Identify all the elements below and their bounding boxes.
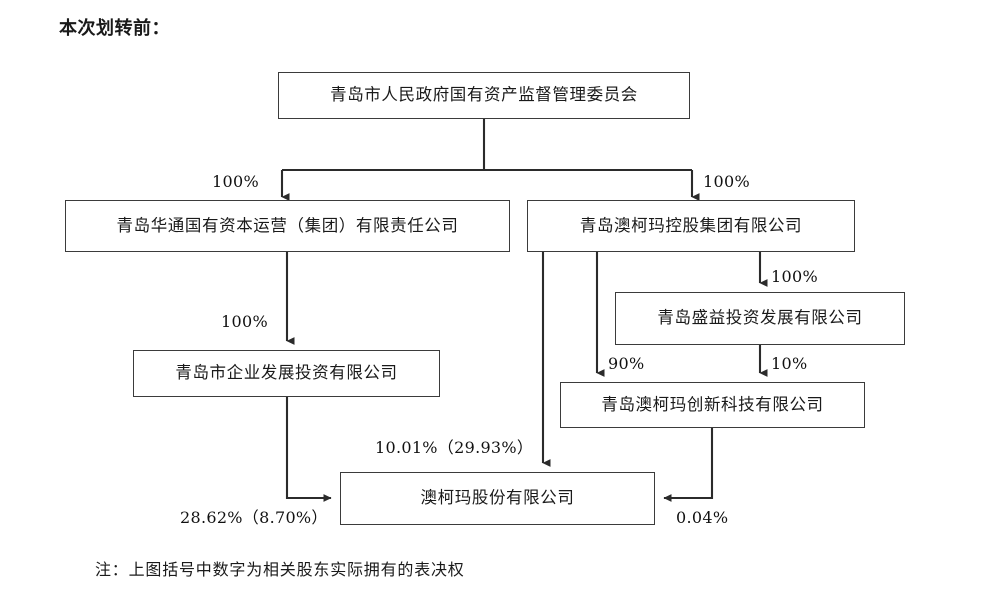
node-sasac[interactable]: 青岛市人民政府国有资产监督管理委员会 <box>278 72 690 119</box>
edge-label-aucma-holding-to-shares: 10.01%（29.93%） <box>375 438 534 457</box>
node-shengyi-label: 青岛盛益投资发展有限公司 <box>657 308 863 328</box>
edge-label-chuangxin-to-shares: 0.04% <box>676 508 729 527</box>
node-qiye-fazhan-label: 青岛市企业发展投资有限公司 <box>175 363 398 383</box>
edge-label-sasac-to-aucma-holding: 100% <box>703 172 750 191</box>
edge-label-sasac-to-huatong: 100% <box>212 172 259 191</box>
edge-label-huatong-to-qiye-fazhan: 100% <box>221 312 268 331</box>
node-huatong[interactable]: 青岛华通国有资本运营（集团）有限责任公司 <box>65 200 510 252</box>
edge-label-qiye-fazhan-to-shares: 28.62%（8.70%） <box>180 508 328 527</box>
edge-label-aucma-holding-to-shengyi: 100% <box>771 267 818 286</box>
edge-label-aucma-holding-to-chuangxin: 90% <box>608 354 645 373</box>
node-aucma-holding-label: 青岛澳柯玛控股集团有限公司 <box>579 215 803 235</box>
node-qiye-fazhan[interactable]: 青岛市企业发展投资有限公司 <box>133 350 440 397</box>
node-huatong-label: 青岛华通国有资本运营（集团）有限责任公司 <box>116 215 459 235</box>
node-sasac-label: 青岛市人民政府国有资产监督管理委员会 <box>330 85 638 105</box>
node-chuangxin-label: 青岛澳柯玛创新科技有限公司 <box>601 394 824 414</box>
node-shengyi[interactable]: 青岛盛益投资发展有限公司 <box>615 292 905 345</box>
node-aucma-shares[interactable]: 澳柯玛股份有限公司 <box>340 472 655 525</box>
page-title: 本次划转前： <box>59 18 170 39</box>
edge-label-shengyi-to-chuangxin: 10% <box>771 354 808 373</box>
node-chuangxin[interactable]: 青岛澳柯玛创新科技有限公司 <box>560 382 865 428</box>
node-aucma-shares-label: 澳柯玛股份有限公司 <box>420 488 575 508</box>
footnote: 注：上图括号中数字为相关股东实际拥有的表决权 <box>95 560 465 579</box>
node-aucma-holding[interactable]: 青岛澳柯玛控股集团有限公司 <box>527 200 855 252</box>
